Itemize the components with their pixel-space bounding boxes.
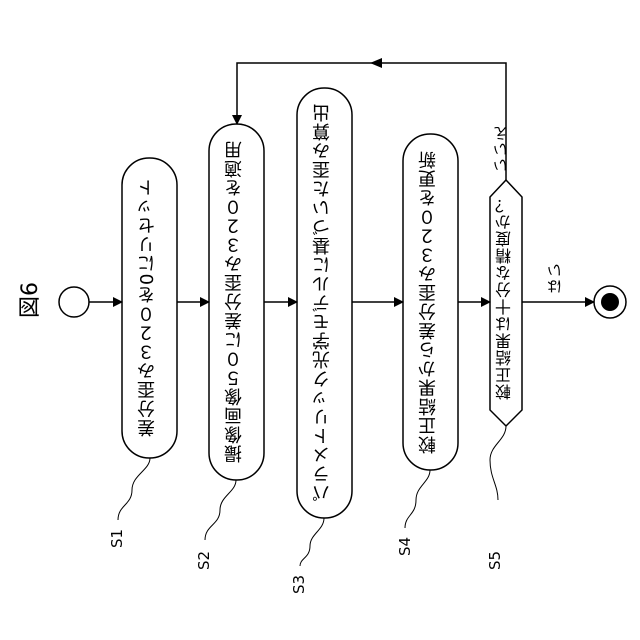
yes-branch-label: はい xyxy=(548,262,563,294)
loop-back-line xyxy=(237,63,506,180)
leader-s5 xyxy=(490,426,506,500)
end-node-inner xyxy=(601,293,619,311)
label-s4: S4 xyxy=(396,537,414,556)
step-s3-text: パラメトリック光学モデルに基づいた歪み算出 xyxy=(314,95,332,511)
leader-s2 xyxy=(205,480,236,540)
leader-s4 xyxy=(405,470,430,528)
loop-back-arrowhead xyxy=(370,58,382,68)
step-s1-text: 差分歪み３２０を0にリセット xyxy=(139,165,157,450)
step-s4-text: 較正結果から差分歪み３２０を更新 xyxy=(420,141,438,463)
start-node xyxy=(59,287,89,317)
decision-s5-text: 較正結果は十分な精度か？ xyxy=(497,205,513,400)
leader-s3 xyxy=(300,518,324,566)
step-s2-text: 撮像画像５０に差分歪み３２０を適用 xyxy=(226,131,244,473)
figure-title: 図6 xyxy=(12,282,44,318)
label-s3: S3 xyxy=(290,575,308,594)
no-branch-label: いいえ xyxy=(494,125,509,173)
label-s1: S1 xyxy=(108,529,126,548)
leader-s1 xyxy=(118,458,150,520)
label-s2: S2 xyxy=(195,551,213,570)
label-s5: S5 xyxy=(486,551,504,570)
